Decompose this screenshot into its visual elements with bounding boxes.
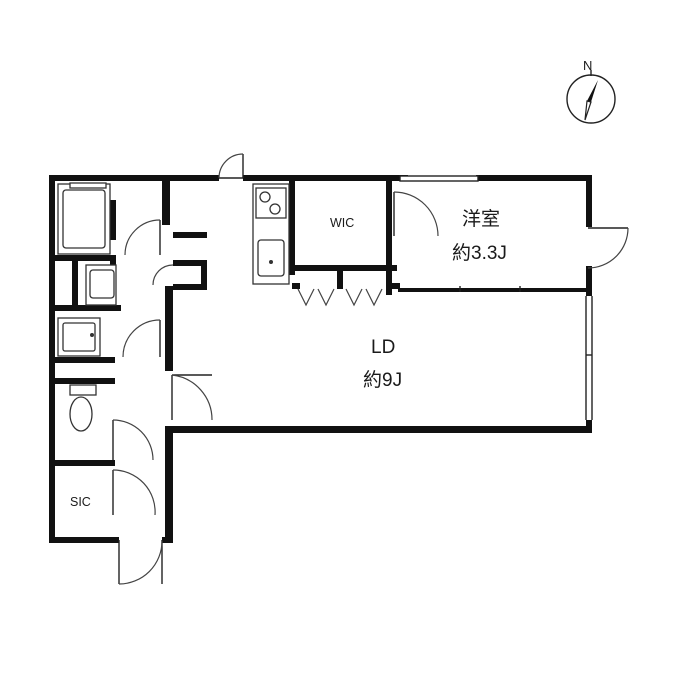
- fixtures: [57, 182, 290, 432]
- wall-sic-north: [49, 460, 115, 466]
- western-room-size: 約3.3J: [452, 242, 507, 264]
- wic-label: WIC: [330, 216, 354, 230]
- door-toilet[interactable]: [112, 419, 154, 461]
- sic-label: SIC: [70, 495, 91, 509]
- compass: N: [566, 58, 616, 124]
- wall-north-left: [49, 175, 219, 181]
- wall-wic-west: [289, 175, 295, 275]
- wall-north-mid: [243, 175, 389, 181]
- door-bath[interactable]: [124, 219, 161, 256]
- door-western-side[interactable]: [587, 227, 629, 269]
- wall-bath-south: [49, 255, 115, 261]
- wall-wic-east: [386, 175, 392, 295]
- door-sic[interactable]: [112, 469, 156, 516]
- wall-western-south: [398, 288, 592, 292]
- toilet-icon: [69, 384, 97, 432]
- bathtub-icon: [57, 182, 111, 255]
- wall-toilet-north: [49, 378, 115, 384]
- wall-south-ld: [170, 426, 592, 433]
- door-top-entry[interactable]: [218, 153, 244, 179]
- door-front[interactable]: [118, 540, 163, 585]
- stove-icon: [255, 187, 287, 219]
- wall-east-top: [586, 175, 592, 227]
- door-small-closet[interactable]: [152, 264, 174, 286]
- closet-doors[interactable]: [297, 288, 383, 307]
- doors: [112, 153, 629, 585]
- western-room-name: 洋室: [462, 208, 500, 230]
- door-wash[interactable]: [122, 319, 161, 358]
- door-wic[interactable]: [393, 191, 439, 237]
- ld-name: LD: [371, 337, 395, 358]
- north-label: N: [583, 58, 592, 73]
- door-ld[interactable]: [171, 374, 213, 421]
- north-arrow-icon: [587, 80, 598, 102]
- windows: [459, 286, 593, 420]
- kitchen-counter: [252, 183, 290, 285]
- ld-size: 約9J: [363, 369, 402, 391]
- sink-icon: [257, 239, 285, 277]
- wall-north-right: [476, 175, 591, 181]
- room-labels: 洋室 約3.3J LD 約9J WIC SIC: [70, 208, 507, 509]
- wall-corridor-east: [165, 426, 173, 543]
- basin-icon: [57, 317, 101, 357]
- walls: [49, 175, 592, 543]
- wall-south-left: [49, 537, 119, 543]
